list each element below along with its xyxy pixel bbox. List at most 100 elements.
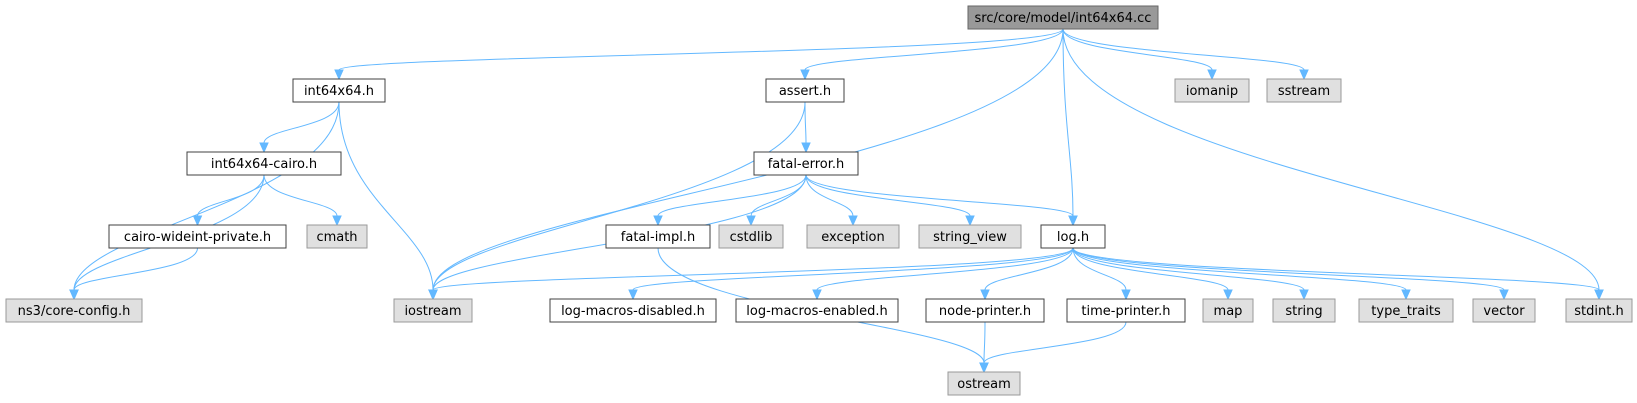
node-label: vector xyxy=(1483,304,1525,319)
edge-line xyxy=(805,174,854,217)
node-exception: exception xyxy=(806,224,900,249)
node-box xyxy=(735,298,899,323)
edge-arrowhead xyxy=(1068,215,1078,227)
edge-arrowhead xyxy=(628,289,638,301)
edge-arrowhead xyxy=(653,215,663,227)
node-fatal-impl-h[interactable]: fatal-impl.h xyxy=(605,224,711,249)
node-box xyxy=(1040,224,1106,249)
node-box xyxy=(1066,298,1186,323)
node-label: cstdlib xyxy=(730,230,773,245)
node-node-printer[interactable]: node-printer.h xyxy=(925,298,1045,323)
node-label: log.h xyxy=(1057,230,1089,245)
node-label: int64x64-cairo.h xyxy=(211,157,317,172)
edge-fatal_error_h-to-string_view xyxy=(805,174,975,227)
edge-root-to-iomanip xyxy=(1062,28,1217,81)
node-box xyxy=(1272,298,1336,323)
edge-line xyxy=(1062,28,1074,217)
node-root[interactable]: src/core/model/int64x64.cc xyxy=(967,5,1159,30)
edge-fatal_error_h-to-log_h xyxy=(805,174,1078,227)
edge-line xyxy=(1072,247,1127,291)
edge-int64x64_h-to-core_config xyxy=(69,101,340,301)
node-cmath: cmath xyxy=(306,224,368,249)
node-box xyxy=(108,224,287,249)
edge-line xyxy=(338,28,1064,71)
node-int64x64-cairo-h[interactable]: int64x64-cairo.h xyxy=(186,151,342,176)
edge-cairo_wideint-to-core_config xyxy=(69,247,198,301)
edge-log_h-to-time_printer xyxy=(1072,247,1131,301)
node-box xyxy=(393,298,473,323)
node-box xyxy=(1266,78,1342,103)
edge-arrowhead xyxy=(1207,69,1217,81)
node-cairo-wideint[interactable]: cairo-wideint-private.h xyxy=(108,224,287,249)
edge-arrowhead xyxy=(1299,69,1309,81)
node-box xyxy=(925,298,1045,323)
node-box xyxy=(918,224,1022,249)
edge-arrowhead xyxy=(800,69,810,81)
node-map: map xyxy=(1202,298,1254,323)
node-label: log-macros-disabled.h xyxy=(561,304,705,319)
edge-int64x64_h-to-iostream xyxy=(338,101,438,301)
edge-line xyxy=(338,101,434,291)
node-box xyxy=(806,224,900,249)
edge-arrowhead xyxy=(980,289,990,301)
edge-arrowhead xyxy=(1499,289,1509,301)
node-label: string xyxy=(1285,304,1322,319)
edge-line xyxy=(805,174,1074,217)
node-box xyxy=(5,298,143,323)
edge-line xyxy=(1072,247,1505,291)
node-assert-h[interactable]: assert.h xyxy=(765,78,845,103)
node-label: sstream xyxy=(1278,84,1330,99)
node-label: type_traits xyxy=(1371,304,1441,319)
edge-line xyxy=(73,247,198,291)
edge-log_h-to-node_printer xyxy=(980,247,1074,301)
edge-log_h-to-vector xyxy=(1072,247,1509,301)
node-log-h[interactable]: log.h xyxy=(1040,224,1106,249)
node-string-view: string_view xyxy=(918,224,1022,249)
edge-arrowhead xyxy=(334,69,344,81)
edge-line xyxy=(1062,28,1600,291)
node-type-traits: type_traits xyxy=(1358,298,1454,323)
edge-line xyxy=(263,101,340,144)
node-fatal-error-h[interactable]: fatal-error.h xyxy=(753,151,859,176)
node-vector: vector xyxy=(1472,298,1536,323)
edge-arrowhead xyxy=(192,215,203,227)
edge-line xyxy=(632,247,1074,291)
edge-int64x64_h-to-int64x64_cairo_h xyxy=(259,101,340,154)
nodes-layer: src/core/model/int64x64.cc int64x64.h asse… xyxy=(5,5,1633,396)
edge-time_printer-to-ostream xyxy=(979,321,1127,374)
edge-line xyxy=(432,28,1064,291)
edge-root-to-sstream xyxy=(1062,28,1309,81)
edge-arrowhead xyxy=(428,289,438,301)
node-box xyxy=(549,298,717,323)
node-time-printer[interactable]: time-printer.h xyxy=(1066,298,1186,323)
edge-log_h-to-string xyxy=(1072,247,1309,301)
edge-arrowhead xyxy=(801,142,811,154)
edge-arrowhead xyxy=(1401,289,1411,301)
edge-line xyxy=(1072,247,1229,291)
node-iostream: iostream xyxy=(393,298,473,323)
node-log-macros-enabled[interactable]: log-macros-enabled.h xyxy=(735,298,899,323)
node-label: stdint.h xyxy=(1574,304,1623,319)
edge-fatal_error_h-to-exception xyxy=(805,174,858,227)
node-box xyxy=(1202,298,1254,323)
node-box xyxy=(718,224,784,249)
edge-line xyxy=(197,174,265,217)
node-ostream: ostream xyxy=(947,371,1021,396)
node-label: cairo-wideint-private.h xyxy=(124,230,271,245)
node-label: exception xyxy=(821,230,885,245)
node-log-macros-disabled[interactable]: log-macros-disabled.h xyxy=(549,298,717,323)
edge-assert_h-to-iostream xyxy=(428,101,806,301)
edge-int64x64_cairo_h-to-cairo_wideint xyxy=(192,174,265,227)
edge-line xyxy=(816,247,1074,291)
node-label: ns3/core-config.h xyxy=(18,304,131,319)
node-label: node-printer.h xyxy=(939,304,1031,319)
edge-arrowhead xyxy=(979,362,989,374)
edge-line xyxy=(1072,247,1305,291)
edge-log_h-to-iostream xyxy=(428,247,1074,301)
node-int64x64-h[interactable]: int64x64.h xyxy=(292,78,386,103)
edge-root-to-log_h xyxy=(1062,28,1078,227)
node-cstdlib: cstdlib xyxy=(718,224,784,249)
edge-root-to-int64x64_h xyxy=(334,28,1064,81)
node-box xyxy=(186,151,342,176)
node-box xyxy=(1565,298,1633,323)
